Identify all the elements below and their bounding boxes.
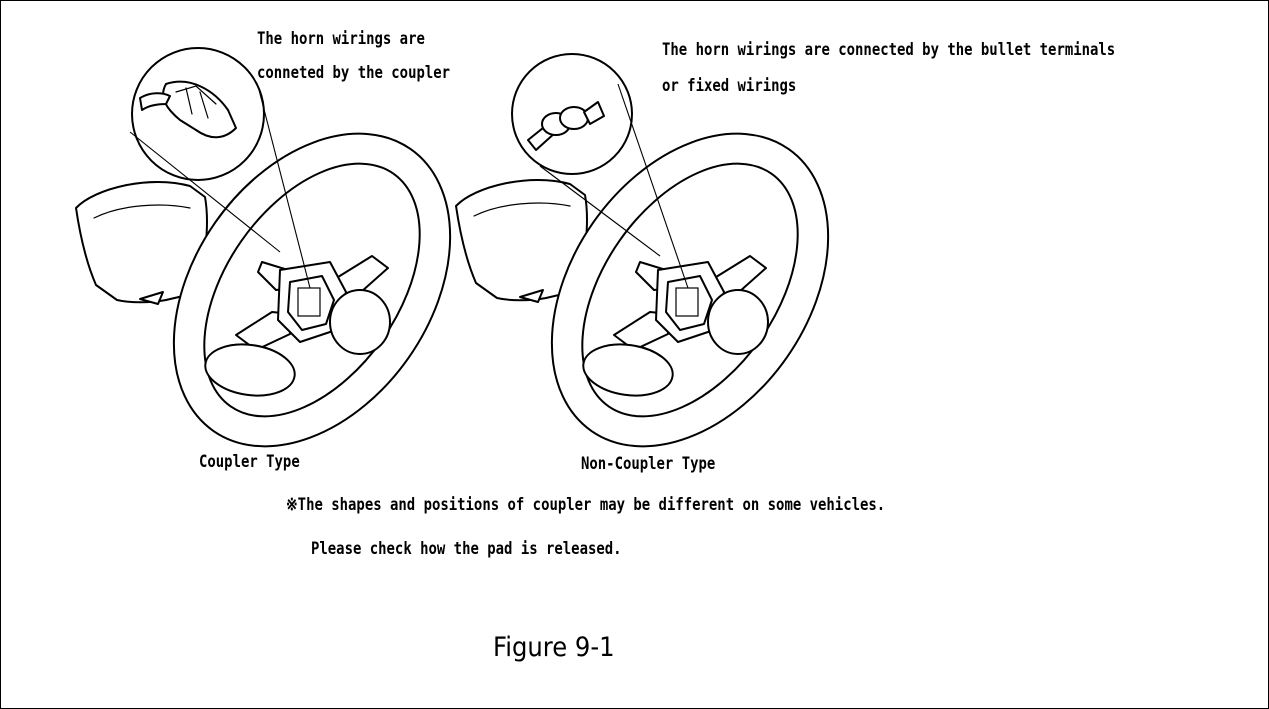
- coupler-callout-line2: conneted by the coupler: [257, 63, 451, 83]
- non-coupler-callout-line2: or fixed wirings: [662, 76, 797, 96]
- note-line1: ※The shapes and positions of coupler may…: [286, 495, 886, 515]
- coupler-type-caption: Coupler Type: [199, 452, 300, 472]
- note-line2: Please check how the pad is released.: [311, 539, 622, 559]
- coupler-wheel-hub: [204, 255, 391, 397]
- non-coupler-type-illustration: [455, 53, 830, 448]
- non-coupler-type-caption: Non-Coupler Type: [581, 454, 716, 474]
- coupler-inset-magnifier: [131, 47, 265, 181]
- non-coupler-callout-line1: The horn wirings are connected by the bu…: [662, 40, 1116, 60]
- non-coupler-wheel-hub: [582, 255, 769, 397]
- coupler-type-illustration: [75, 47, 452, 448]
- bullet-terminal-inset-magnifier: [511, 53, 633, 175]
- figure-title: Figure 9-1: [493, 632, 615, 663]
- coupler-callout-line1: The horn wirings are: [257, 29, 425, 49]
